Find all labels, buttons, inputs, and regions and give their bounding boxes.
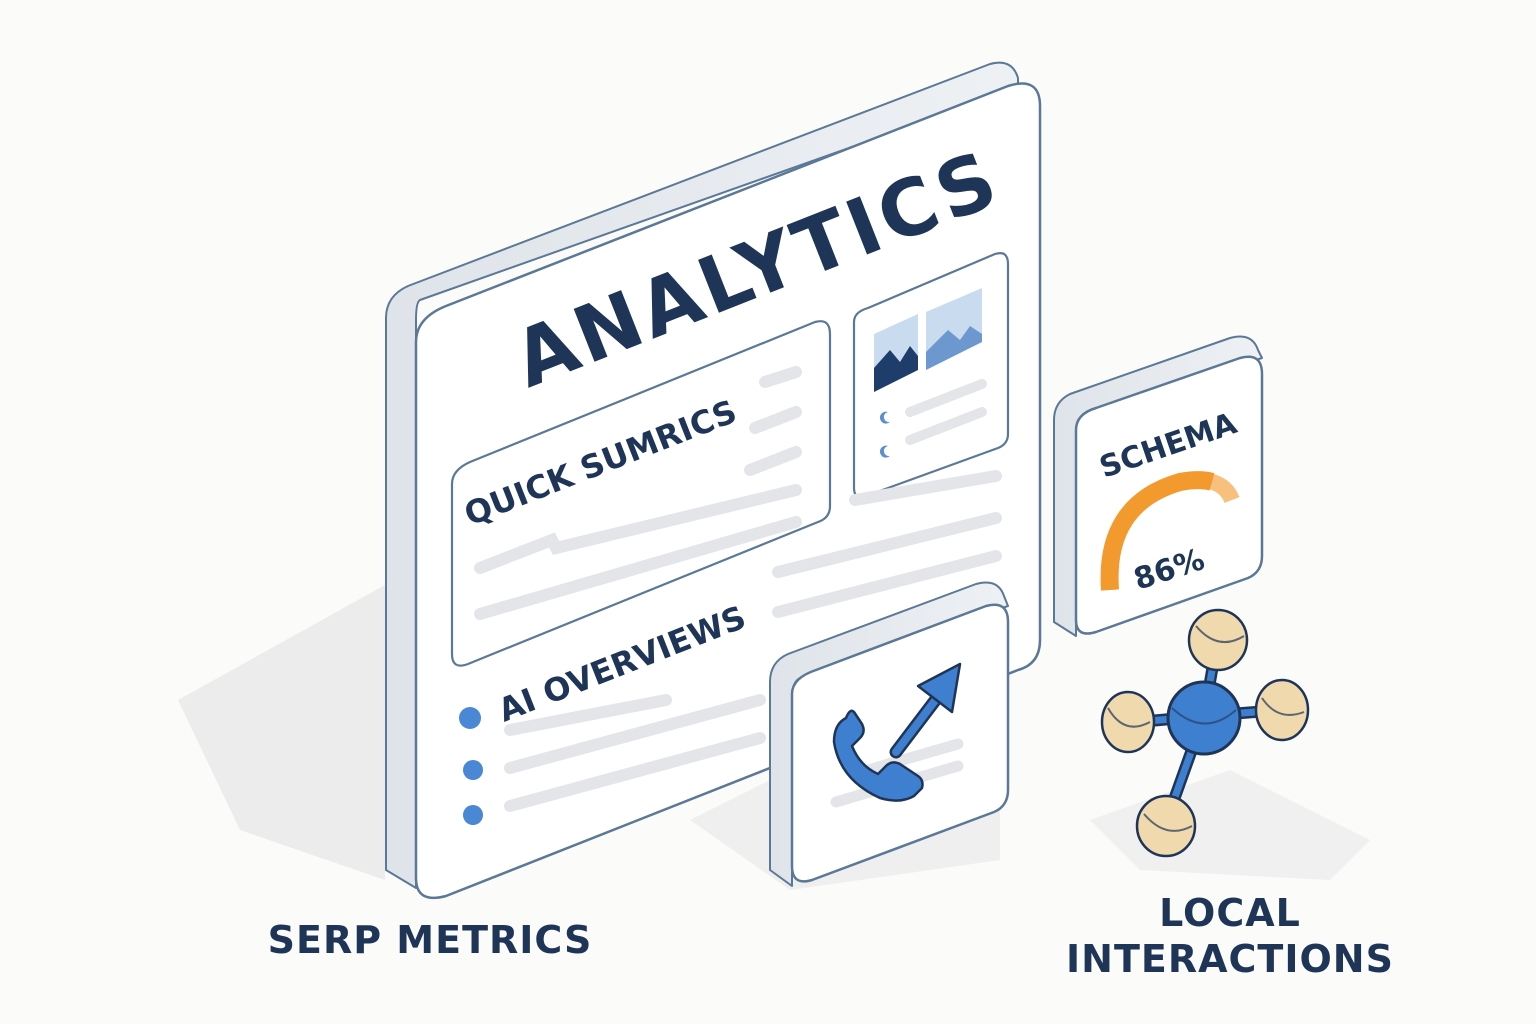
floor-shadow [1090,770,1370,880]
caption-local-interactions: LOCAL INTERACTIONS [1050,890,1410,982]
caption-line: INTERACTIONS [1066,937,1394,981]
placeholder-lines [504,694,766,812]
arrow-up-right-icon [889,662,962,759]
schema-card: SCHEMA 86% [1053,335,1264,637]
caption-serp-metrics: SERP METRICS [267,918,593,962]
placeholder-lines [772,470,1002,618]
bullet-icon [879,445,890,458]
placeholder-lines [905,379,987,445]
caption-line: LOCAL [1159,891,1301,935]
quick-card: QUICK SUMRICS [450,320,832,667]
gauge-fill [1100,471,1241,591]
image-thumbnail-icon [874,288,982,392]
bullet-icon [463,805,483,825]
bullet-icon [463,760,483,780]
network-nodes-icon [1100,608,1310,858]
bullet-icon [879,411,890,424]
phone-icon [832,709,924,802]
bullet-icon [459,707,481,729]
placeholder-lines [474,366,802,620]
call-card [769,581,1010,887]
image-card [852,252,1010,499]
floor-shadow [178,585,385,880]
